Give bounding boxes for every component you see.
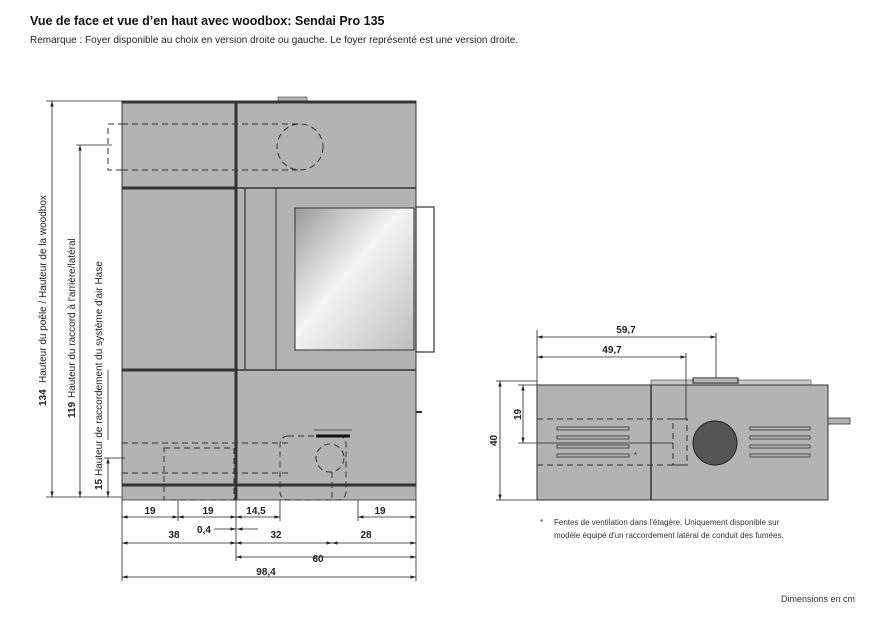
dim-14-5: 14,5 [246,506,266,517]
note-marker: * [540,518,543,527]
dim-59-7: 59,7 [616,325,636,336]
dim-134-label: Hauteur du poêle / Hauteur de la woodbox [38,195,49,383]
door-handle [415,206,435,353]
dim-0-4: 0,4 [197,525,211,536]
flue-outlet [692,420,738,466]
dim-119-value: 119 [67,401,78,418]
dim-32: 32 [270,530,282,541]
note-line-2: modèle équipé d'un raccordement latéral … [554,531,784,540]
dim-60: 60 [312,554,324,565]
top-view: * 59,7 49,7 19 40 * Fentes de ventilatio… [489,325,851,540]
front-vertical-dimensions: 134 Hauteur du poêle / Hauteur de la woo… [38,100,125,498]
dim-49-7: 49,7 [602,345,622,356]
dim-15-label: Hauteur de raccordement du système d'air… [94,261,105,476]
dim-28: 28 [360,530,372,541]
front-horizontal-dimensions: 19 19 14,5 19 38 0,4 32 28 60 98,4 [121,500,417,581]
vent-asterisk: * [634,451,637,460]
remark-text: Remarque : Foyer disponible au choix en … [30,35,519,46]
dim-19-top: 19 [513,408,524,420]
dim-19-b: 19 [202,506,214,517]
dim-19-c: 19 [374,506,386,517]
dim-40: 40 [489,434,500,446]
units-label: Dimensions en cm [781,594,855,604]
front-view [107,96,435,501]
dim-98-4: 98,4 [256,567,276,578]
dim-119-label: Hauteur du raccord à l'arrière/latéral [67,238,78,398]
dim-38: 38 [168,530,180,541]
page-title: Vue de face et vue d’en haut avec woodbo… [30,14,385,28]
dim-15-value: 15 [94,478,105,490]
fire-window [294,207,415,351]
dim-134-value: 134 [38,389,49,406]
note-line-1: Fentes de ventilation dans l'étagère. Un… [554,518,780,527]
dim-19-a: 19 [144,506,156,517]
